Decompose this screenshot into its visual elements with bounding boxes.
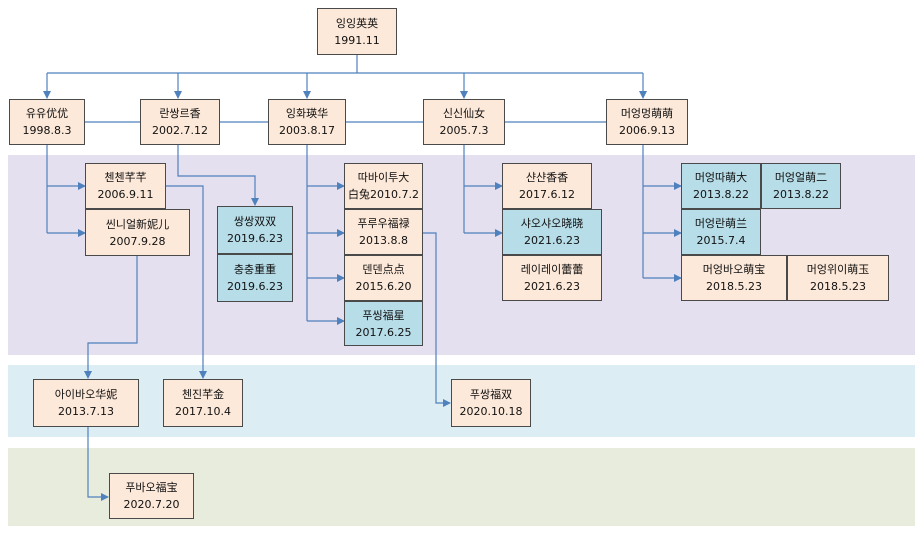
node-name: 유유优优 bbox=[25, 107, 69, 120]
node-date: 2017.10.4 bbox=[175, 405, 231, 418]
node-name: 머엉따萌大 bbox=[694, 171, 748, 184]
node-chenjin: 첸진芊金 2017.10.4 bbox=[163, 379, 243, 427]
node-name: 푸씽福星 bbox=[362, 308, 405, 322]
node-date: 2020.7.20 bbox=[123, 498, 180, 511]
node-leilei: 레이레이蕾蕾 2021.6.23 bbox=[502, 255, 602, 301]
link-to-huani bbox=[84, 256, 138, 379]
node-youyou: 유유优优 1998.8.3 bbox=[9, 99, 85, 145]
node-name: 씬니얼新妮儿 bbox=[105, 217, 170, 231]
node-xiangxiang: 샨샨香香 2017.6.12 bbox=[502, 163, 592, 209]
node-yinghua: 잉화瑛华 2003.8.17 bbox=[268, 99, 346, 145]
node-mengbao: 머엉바오萌宝 2018.5.23 bbox=[681, 255, 787, 301]
node-date: 2013.7.13 bbox=[58, 405, 114, 418]
node-date: 1991.11 bbox=[334, 33, 380, 47]
node-name: 신신仙女 bbox=[442, 107, 486, 120]
node-name: 덴덴点点 bbox=[362, 263, 405, 276]
node-date: 2006.9.11 bbox=[97, 188, 154, 201]
node-date: 1998.8.3 bbox=[22, 124, 72, 137]
node-name: 푸바오福宝 bbox=[125, 481, 178, 494]
node-chongchong: 충충重重 2019.6.23 bbox=[217, 254, 293, 302]
node-date: 2015.7.4 bbox=[696, 234, 746, 247]
node-xiaoxiao: 샤오샤오晓晓 2021.6.23 bbox=[502, 209, 602, 255]
node-name: 아이바오华妮 bbox=[54, 388, 118, 401]
node-date: 2006.9.13 bbox=[619, 124, 675, 137]
node-xinxin: 신신仙女 2005.7.3 bbox=[423, 99, 505, 145]
node-menger: 머엉얼萌二 2013.8.22 bbox=[761, 163, 841, 209]
node-tabaotu: 따바이투大 白兔2010.7.2 bbox=[344, 163, 423, 209]
node-date: 白兔2010.7.2 bbox=[348, 188, 419, 201]
node-date: 2018.5.23 bbox=[810, 280, 866, 293]
node-lexiang: 란쌍르香 2002.7.12 bbox=[140, 99, 220, 145]
node-name: 레이레이蕾蕾 bbox=[520, 263, 584, 276]
node-date: 2021.6.23 bbox=[524, 280, 580, 293]
node-mengmeng: 머엉멍萌萌 2006.9.13 bbox=[606, 99, 688, 145]
node-name: 따바이투大 bbox=[357, 171, 410, 184]
node-diandian: 덴덴点点 2015.6.20 bbox=[344, 255, 423, 301]
node-name: 머엉바오萌宝 bbox=[702, 263, 766, 276]
node-name: 머엉멍萌萌 bbox=[620, 107, 674, 120]
node-name: 첸첸芊芊 bbox=[104, 171, 147, 184]
node-date: 2018.5.23 bbox=[706, 280, 762, 293]
node-chenchen: 첸첸芊芊 2006.9.11 bbox=[85, 163, 166, 209]
node-date: 2021.6.23 bbox=[524, 234, 580, 247]
node-fulu: 푸루우福禄 2013.8.8 bbox=[344, 209, 423, 255]
node-name: 잉화瑛华 bbox=[285, 107, 329, 120]
node-name: 푸루우福禄 bbox=[357, 217, 410, 230]
node-name: 쌍쌍双双 bbox=[233, 215, 277, 228]
node-xinni: 씬니얼新妮儿 2007.9.28 bbox=[85, 209, 190, 256]
node-date: 2013.8.22 bbox=[693, 188, 749, 201]
node-date: 2019.6.23 bbox=[227, 232, 283, 245]
node-shuangshuang: 쌍쌍双双 2019.6.23 bbox=[217, 206, 293, 254]
node-yingying: 잉잉英英 1991.11 bbox=[317, 8, 397, 55]
node-name: 머엉란萌兰 bbox=[694, 217, 748, 230]
node-date: 2015.6.20 bbox=[355, 280, 412, 293]
node-date: 2020.10.18 bbox=[459, 405, 523, 418]
node-name: 푸쌍福双 bbox=[469, 388, 513, 401]
node-date: 2013.8.8 bbox=[359, 234, 408, 247]
node-date: 2017.6.12 bbox=[519, 188, 575, 201]
node-huani: 아이바오华妮 2013.7.13 bbox=[33, 379, 139, 427]
node-name: 머엉얼萌二 bbox=[774, 171, 828, 184]
node-date: 2013.8.22 bbox=[773, 188, 829, 201]
node-menglan: 머엉란萌兰 2015.7.4 bbox=[681, 209, 761, 255]
node-name: 샤오샤오晓晓 bbox=[520, 217, 584, 230]
node-date: 2003.8.17 bbox=[279, 124, 335, 137]
node-name: 샨샨香香 bbox=[525, 171, 569, 184]
link-to-fubao bbox=[87, 427, 109, 501]
node-name: 머엉위이萌玉 bbox=[806, 263, 870, 276]
node-name: 란쌍르香 bbox=[159, 107, 201, 120]
link-to-shuangshuang bbox=[177, 145, 259, 206]
node-fubao: 푸바오福宝 2020.7.20 bbox=[109, 473, 194, 519]
node-fushuang: 푸쌍福双 2020.10.18 bbox=[451, 379, 531, 427]
node-date: 2002.7.12 bbox=[152, 124, 208, 137]
link-to-fushuang bbox=[423, 232, 451, 407]
node-date: 2005.7.3 bbox=[439, 124, 489, 137]
node-name: 충충重重 bbox=[233, 263, 277, 276]
node-mengyu: 머엉위이萌玉 2018.5.23 bbox=[787, 255, 889, 301]
node-date: 2007.9.28 bbox=[109, 234, 166, 248]
node-date: 2017.6.25 bbox=[355, 325, 412, 339]
node-name: 첸진芊金 bbox=[181, 388, 225, 401]
node-name: 잉잉英英 bbox=[335, 16, 379, 30]
node-fuxing: 푸씽福星 2017.6.25 bbox=[344, 301, 423, 346]
node-date: 2019.6.23 bbox=[227, 280, 283, 293]
link-to-chenjin bbox=[166, 185, 207, 379]
node-mengda: 머엉따萌大 2013.8.22 bbox=[681, 163, 761, 209]
